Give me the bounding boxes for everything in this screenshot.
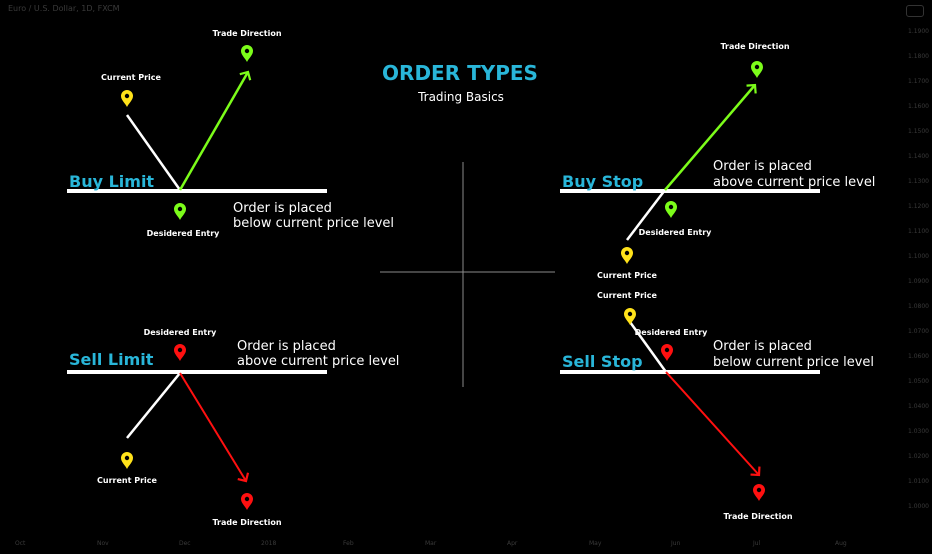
price-tick-label: 1.0600 bbox=[908, 353, 929, 360]
sell-limit-note-line2: above current price level bbox=[237, 354, 399, 369]
sell-limit-direction-label: Trade Direction bbox=[212, 518, 281, 527]
sell-stop-label: Sell Stop bbox=[562, 352, 643, 371]
current-price-pin-icon bbox=[121, 90, 133, 107]
sell-stop-current-price-label: Current Price bbox=[597, 291, 657, 300]
price-tick-label: 1.0200 bbox=[908, 453, 929, 460]
price-tick-label: 1.0400 bbox=[908, 403, 929, 410]
entry-pin-icon bbox=[174, 203, 186, 220]
buy-limit-entry-label: Desidered Entry bbox=[147, 229, 221, 238]
sell-limit-price-path bbox=[126, 372, 181, 439]
sell-limit-direction-arrow bbox=[179, 372, 250, 483]
sell-stop-diagram: Sell Stop Current Price Desidered Entry … bbox=[560, 291, 874, 521]
time-tick-label: Nov bbox=[97, 540, 109, 547]
entry-pin-icon bbox=[661, 344, 673, 361]
price-tick-label: 1.0900 bbox=[908, 278, 929, 285]
sell-limit-entry-label: Desidered Entry bbox=[144, 328, 218, 337]
time-tick-label: May bbox=[589, 540, 602, 547]
time-tick-label: Feb bbox=[343, 540, 354, 547]
sell-stop-direction-label: Trade Direction bbox=[723, 512, 792, 521]
price-tick-label: 1.1600 bbox=[908, 103, 929, 110]
price-tick-label: 1.1300 bbox=[908, 178, 929, 185]
time-tick-label: Dec bbox=[179, 540, 191, 547]
sell-limit-current-price-label: Current Price bbox=[97, 476, 157, 485]
time-axis[interactable]: Oct Nov Dec 2018 Feb Mar Apr May Jun Jul Aug bbox=[0, 536, 906, 550]
price-tick-label: 1.1400 bbox=[908, 153, 929, 160]
sell-stop-direction-arrow bbox=[665, 371, 761, 477]
buy-stop-label: Buy Stop bbox=[562, 172, 643, 191]
sell-stop-note-line2: below current price level bbox=[713, 355, 874, 370]
price-tick-label: 1.1700 bbox=[908, 78, 929, 85]
time-tick-label: Oct bbox=[15, 540, 26, 547]
time-tick-label: 2018 bbox=[261, 540, 277, 547]
time-tick-label: Aug bbox=[835, 540, 847, 547]
price-tick-label: 1.1200 bbox=[908, 203, 929, 210]
trade-direction-pin-icon bbox=[753, 484, 765, 501]
current-price-pin-icon bbox=[621, 247, 633, 264]
price-tick-label: 1.0300 bbox=[908, 428, 929, 435]
price-axis[interactable]: 1.1900 1.1800 1.1700 1.1600 1.1500 1.1400 1.13… bbox=[906, 0, 932, 550]
page-title: ORDER TYPES bbox=[382, 61, 538, 85]
price-tick-label: 1.0500 bbox=[908, 378, 929, 385]
price-tick-label: 1.0800 bbox=[908, 303, 929, 310]
buy-stop-current-price-label: Current Price bbox=[597, 271, 657, 280]
buy-limit-direction-arrow bbox=[178, 70, 252, 191]
price-tick-label: 1.1000 bbox=[908, 253, 929, 260]
trade-direction-pin-icon bbox=[751, 61, 763, 78]
sell-stop-entry-label: Desidered Entry bbox=[635, 328, 709, 337]
price-tick-label: 1.1900 bbox=[908, 28, 929, 35]
buy-limit-direction-label: Trade Direction bbox=[212, 29, 281, 38]
buy-stop-note-line1: Order is placed bbox=[713, 159, 812, 174]
trade-direction-pin-icon bbox=[241, 45, 253, 62]
buy-limit-note-line1: Order is placed bbox=[233, 201, 332, 216]
time-tick-label: Jun bbox=[671, 540, 681, 547]
price-tick-label: 1.0000 bbox=[908, 503, 929, 510]
buy-stop-entry-label: Desidered Entry bbox=[639, 228, 713, 237]
trade-direction-pin-icon bbox=[241, 493, 253, 510]
sell-limit-diagram: Sell Limit Desidered Entry Current Price… bbox=[67, 328, 399, 527]
price-tick-label: 1.1500 bbox=[908, 128, 929, 135]
sell-limit-label: Sell Limit bbox=[69, 350, 154, 369]
buy-stop-price-path bbox=[626, 189, 666, 241]
entry-pin-icon bbox=[665, 201, 677, 218]
buy-limit-current-price-label: Current Price bbox=[101, 73, 161, 82]
page-subtitle: Trading Basics bbox=[417, 90, 504, 104]
buy-limit-price-path bbox=[125, 114, 182, 191]
buy-limit-label: Buy Limit bbox=[69, 172, 154, 191]
time-tick-label: Jul bbox=[753, 540, 761, 547]
entry-pin-icon bbox=[174, 344, 186, 361]
buy-stop-note-line2: above current price level bbox=[713, 175, 875, 190]
sell-stop-price-path bbox=[628, 321, 668, 373]
buy-limit-note-line2: below current price level bbox=[233, 216, 394, 231]
current-price-pin-icon bbox=[121, 452, 133, 469]
current-price-pin-icon bbox=[624, 308, 636, 325]
price-tick-label: 1.1100 bbox=[908, 228, 929, 235]
price-tick-label: 1.0100 bbox=[908, 478, 929, 485]
chart-settings-button[interactable] bbox=[906, 5, 924, 17]
buy-stop-direction-arrow bbox=[664, 83, 757, 191]
buy-limit-diagram: Buy Limit Current Price Desidered Entry … bbox=[67, 29, 394, 238]
sell-limit-note-line1: Order is placed bbox=[237, 339, 336, 354]
price-tick-label: 1.1800 bbox=[908, 53, 929, 60]
buy-stop-direction-label: Trade Direction bbox=[720, 42, 789, 51]
sell-stop-note-line1: Order is placed bbox=[713, 339, 812, 354]
symbol-info: Euro / U.S. Dollar, 1D, FXCM bbox=[8, 4, 120, 13]
price-tick-label: 1.0700 bbox=[908, 328, 929, 335]
time-tick-label: Mar bbox=[425, 540, 437, 547]
time-tick-label: Apr bbox=[507, 540, 518, 547]
buy-stop-diagram: Buy Stop Current Price Desidered Entry T… bbox=[560, 42, 875, 280]
